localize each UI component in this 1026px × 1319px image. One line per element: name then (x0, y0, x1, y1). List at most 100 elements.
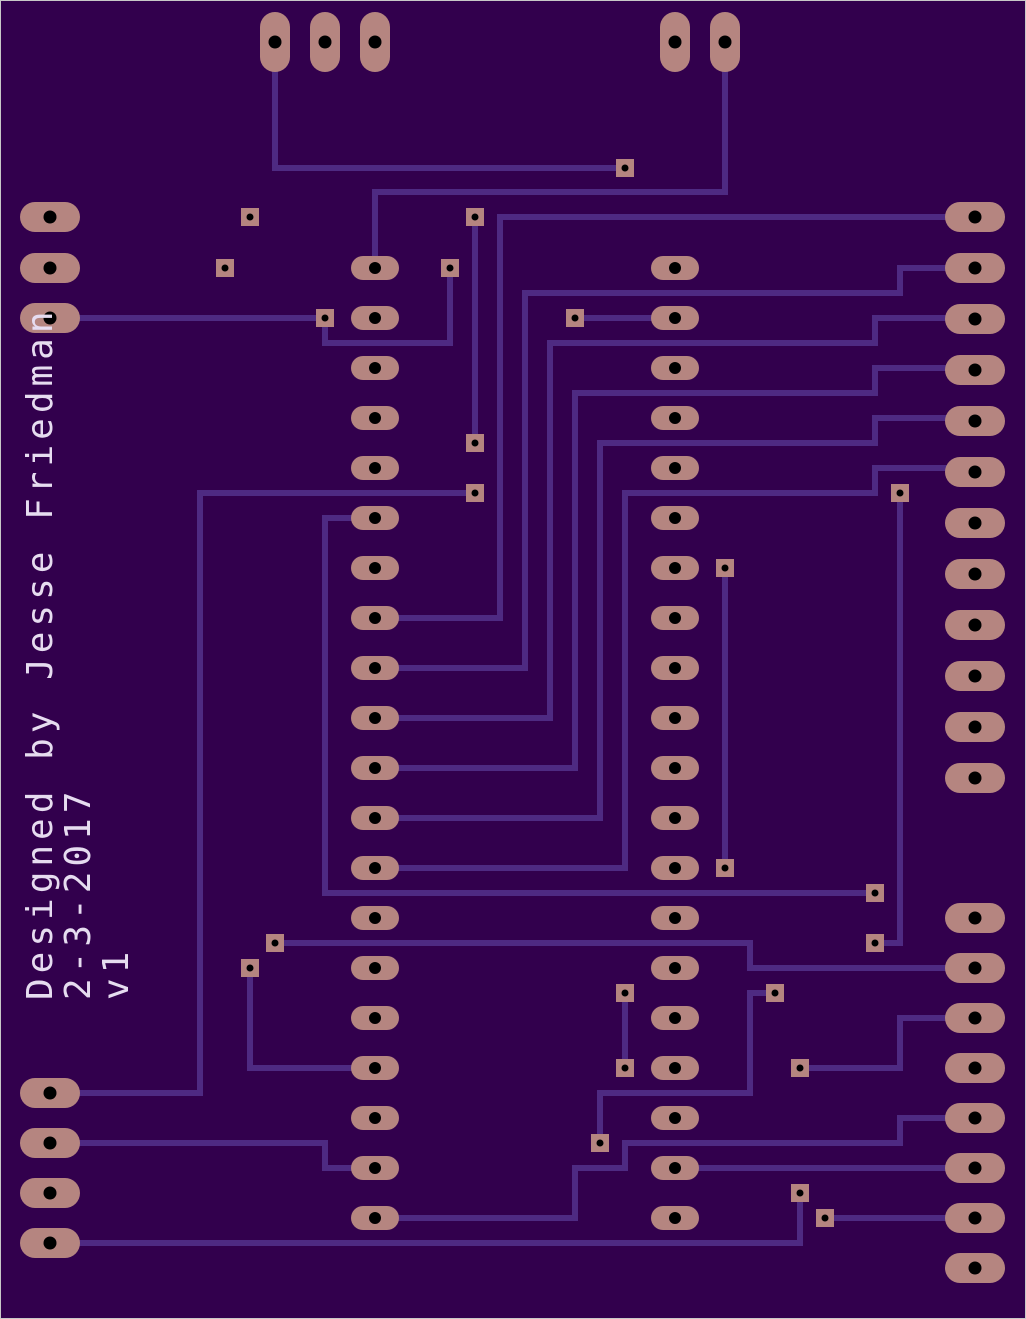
trace (247, 965, 378, 1071)
header-pad-right-upper-drill (968, 210, 982, 224)
header-pad-right-lower-drill (968, 1161, 982, 1175)
trace (47, 1140, 378, 1171)
trace (597, 990, 778, 1146)
trace (372, 415, 978, 821)
ic-pad-left-row-drill (369, 612, 381, 624)
ic-pad-right-row-drill (669, 1162, 681, 1174)
via-drill (571, 314, 579, 322)
ic-pad-right-row-drill (669, 662, 681, 674)
via-drill (446, 264, 454, 272)
header-pad-left-lower-drill (43, 1186, 57, 1200)
ic-pad-right-row-drill (669, 562, 681, 574)
copper-traces (47, 39, 978, 1246)
ic-pad-right-row-drill (669, 412, 681, 424)
trace (372, 39, 728, 271)
ic-pad-right-row-drill (669, 362, 681, 374)
header-pad-left-upper-drill (43, 210, 57, 224)
ic-pad-left-row-drill (369, 312, 381, 324)
header-pad-right-lower-drill (968, 961, 982, 975)
via-drill (621, 1064, 629, 1072)
header-pad-left-lower-drill (43, 1086, 57, 1100)
header-pad-top-left-drill (268, 35, 282, 49)
ic-pad-left-row-drill (369, 1012, 381, 1024)
ic-pad-right-row-drill (669, 712, 681, 724)
header-pad-left-upper-drill (43, 261, 57, 275)
trace (322, 515, 878, 896)
via-drill (471, 213, 479, 221)
header-pad-top-right-drill (668, 35, 682, 49)
via-drill (771, 989, 779, 997)
design-date: 2-3-2017 (58, 787, 99, 1000)
designer-credit: Designed by Jesse Friedman (20, 306, 61, 1000)
header-pad-right-lower-drill (968, 1061, 982, 1075)
trace (272, 940, 978, 971)
trace (322, 265, 453, 346)
trace (372, 315, 978, 721)
ic-pad-right-row-drill (669, 512, 681, 524)
ic-pad-left-row-drill (369, 362, 381, 374)
via-drill (596, 1139, 604, 1147)
header-pad-right-upper-drill (968, 720, 982, 734)
via-drill (221, 264, 229, 272)
header-pad-right-upper-drill (968, 516, 982, 530)
trace (47, 1190, 803, 1246)
header-pad-right-upper-drill (968, 771, 982, 785)
header-pad-left-lower-drill (43, 1236, 57, 1250)
ic-pad-left-row-drill (369, 912, 381, 924)
via-drill (271, 939, 279, 947)
ic-pad-left-row-drill (369, 662, 381, 674)
header-pad-right-lower-drill (968, 1261, 982, 1275)
ic-pad-right-row-drill (669, 1062, 681, 1074)
ic-pad-right-row-drill (669, 262, 681, 274)
via-drill (896, 489, 904, 497)
via-drill (471, 489, 479, 497)
header-pad-right-upper-drill (968, 669, 982, 683)
trace (372, 214, 978, 621)
trace (372, 365, 978, 771)
via-drill (796, 1189, 804, 1197)
ic-pad-left-row-drill (369, 812, 381, 824)
ic-pad-right-row-drill (669, 962, 681, 974)
via-drill (721, 864, 729, 872)
ic-pad-right-row-drill (669, 862, 681, 874)
via-drill (871, 939, 879, 947)
header-pad-left-upper-drill (43, 311, 57, 325)
header-pad-right-upper-drill (968, 363, 982, 377)
header-pad-top-left-drill (368, 35, 382, 49)
trace (372, 465, 978, 871)
ic-pad-left-row-drill (369, 462, 381, 474)
ic-pad-left-row-drill (369, 512, 381, 524)
trace (372, 1115, 978, 1221)
ic-pad-left-row-drill (369, 962, 381, 974)
header-pad-right-lower-drill (968, 1111, 982, 1125)
header-pad-right-upper-drill (968, 414, 982, 428)
ic-pad-left-row-drill (369, 262, 381, 274)
ic-pad-right-row-drill (669, 912, 681, 924)
via-drill (621, 989, 629, 997)
via-drill (871, 889, 879, 897)
ic-pad-right-row-drill (669, 612, 681, 624)
header-pad-right-upper-drill (968, 312, 982, 326)
ic-pad-right-row-drill (669, 1212, 681, 1224)
via-drill (796, 1064, 804, 1072)
ic-pad-right-row-drill (669, 1012, 681, 1024)
component-pads (20, 12, 1005, 1283)
ic-pad-left-row-drill (369, 862, 381, 874)
ic-pad-left-row-drill (369, 562, 381, 574)
trace (797, 1015, 978, 1071)
header-pad-right-lower-drill (968, 1211, 982, 1225)
ic-pad-right-row-drill (669, 762, 681, 774)
trace (372, 265, 978, 671)
ic-pad-left-row-drill (369, 1112, 381, 1124)
ic-pad-right-row-drill (669, 312, 681, 324)
header-pad-right-upper-drill (968, 567, 982, 581)
ic-pad-right-row-drill (669, 812, 681, 824)
via-drill (821, 1214, 829, 1222)
ic-pad-left-row-drill (369, 712, 381, 724)
ic-pad-left-row-drill (369, 1162, 381, 1174)
ic-pad-right-row-drill (669, 462, 681, 474)
ic-pad-left-row-drill (369, 1212, 381, 1224)
header-pad-top-right-drill (718, 35, 732, 49)
header-pad-right-lower-drill (968, 1011, 982, 1025)
